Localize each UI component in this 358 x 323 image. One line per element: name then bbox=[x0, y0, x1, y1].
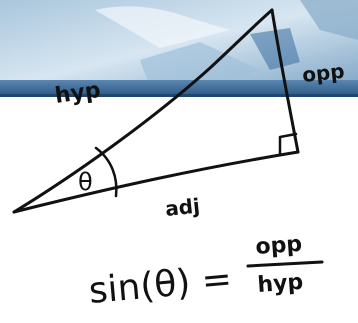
adjacent-line bbox=[12, 150, 300, 214]
opp-label: opp bbox=[301, 59, 346, 87]
formula-numerator: opp bbox=[255, 232, 303, 260]
right-angle-mark bbox=[278, 132, 298, 157]
hypotenuse-line bbox=[12, 8, 274, 214]
fraction-bar bbox=[246, 260, 324, 268]
formula-denominator: hyp bbox=[257, 270, 304, 298]
theta-label: θ bbox=[78, 168, 93, 196]
paper bbox=[0, 97, 358, 323]
angle-arc bbox=[94, 146, 118, 198]
adj-label: adj bbox=[164, 193, 201, 220]
opposite-line bbox=[270, 8, 300, 154]
